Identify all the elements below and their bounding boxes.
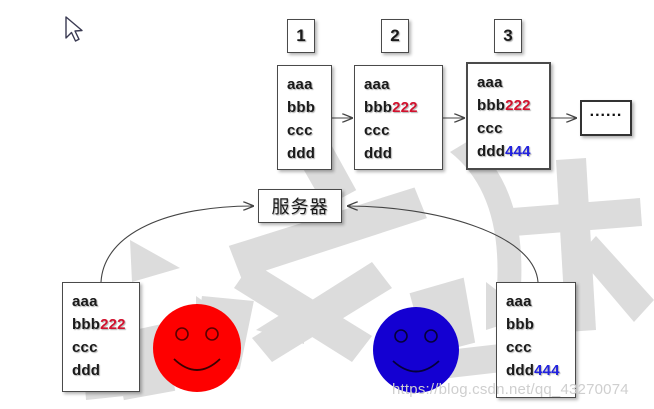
file-line-added: 444 xyxy=(534,362,560,379)
client-left-file: aaa bbb222 ccc ddd xyxy=(62,282,140,392)
file-line-added: 222 xyxy=(100,316,126,333)
step-label-1: 1 xyxy=(287,19,315,53)
file-line-added: 444 xyxy=(505,143,531,160)
file-line-added: 222 xyxy=(505,97,531,114)
file-line: aaa xyxy=(72,290,139,313)
file-line-base: ddd xyxy=(364,145,393,162)
arrow-right-client-to-server xyxy=(348,206,539,283)
file-line: bbb222 xyxy=(72,313,139,336)
file-line-base: bbb xyxy=(364,99,393,116)
user-red-face-icon xyxy=(153,304,241,392)
file-line: ccc xyxy=(506,336,575,359)
file-line-base: aaa xyxy=(506,293,532,310)
file-line: ddd444 xyxy=(477,140,549,163)
file-line: ddd xyxy=(287,142,331,165)
file-line: bbb222 xyxy=(364,96,442,119)
file-line-base: ddd xyxy=(287,145,316,162)
file-line-base: ccc xyxy=(364,122,390,139)
url-watermark: https://blog.csdn.net/qq_43270074 xyxy=(392,381,629,398)
file-line: aaa xyxy=(364,73,442,96)
file-line: bbb xyxy=(506,313,575,336)
file-line-base: ccc xyxy=(287,122,313,139)
more-versions-text: ...... xyxy=(589,103,623,120)
step-label-3: 3 xyxy=(494,19,522,53)
file-line-base: bbb xyxy=(287,99,316,116)
more-versions-box: ...... xyxy=(580,100,632,136)
file-line: ccc xyxy=(287,119,331,142)
file-line: ccc xyxy=(477,117,549,140)
arrow-left-client-to-server xyxy=(100,206,253,283)
file-line-base: bbb xyxy=(506,316,535,333)
version-box-3: aaa bbb222 ccc ddd444 xyxy=(466,62,551,170)
file-line: ddd xyxy=(364,142,442,165)
file-line-base: ccc xyxy=(72,339,98,356)
server-node: 服务器 xyxy=(258,189,342,223)
step-label-1-text: 1 xyxy=(296,26,306,45)
file-line-base: aaa xyxy=(287,76,313,93)
file-line: aaa xyxy=(477,71,549,94)
file-line: ccc xyxy=(364,119,442,142)
file-line-base: ddd xyxy=(506,362,535,379)
file-line-added: 222 xyxy=(392,99,418,116)
file-line: aaa xyxy=(506,290,575,313)
file-line-base: aaa xyxy=(364,76,390,93)
file-line-base: bbb xyxy=(477,97,506,114)
file-line: ddd xyxy=(72,359,139,382)
file-line: bbb222 xyxy=(477,94,549,117)
file-line: ccc xyxy=(72,336,139,359)
step-label-3-text: 3 xyxy=(503,26,513,45)
file-line: bbb xyxy=(287,96,331,119)
file-line-base: aaa xyxy=(72,293,98,310)
file-line: aaa xyxy=(287,73,331,96)
server-label: 服务器 xyxy=(271,197,329,217)
version-box-1: aaa bbb ccc ddd xyxy=(277,65,332,170)
file-line-base: ddd xyxy=(72,362,101,379)
step-label-2-text: 2 xyxy=(390,26,400,45)
file-line-base: aaa xyxy=(477,74,503,91)
file-line-base: ccc xyxy=(477,120,503,137)
file-line-base: bbb xyxy=(72,316,101,333)
file-line-base: ccc xyxy=(506,339,532,356)
step-label-2: 2 xyxy=(381,19,409,53)
file-line: ddd444 xyxy=(506,359,575,382)
file-line-base: ddd xyxy=(477,143,506,160)
version-box-2: aaa bbb222 ccc ddd xyxy=(354,65,443,170)
